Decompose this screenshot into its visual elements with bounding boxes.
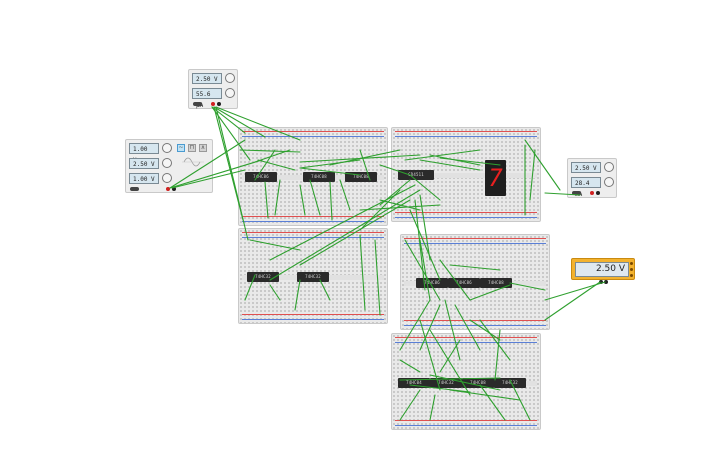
current-display: 28.4 mA bbox=[571, 177, 601, 198]
breadboard-b[interactable]: CD4511 7 bbox=[391, 127, 541, 222]
voltage-knob-icon[interactable] bbox=[604, 162, 614, 172]
amplitude-display: 2.50 V bbox=[129, 158, 159, 169]
ic-chip[interactable]: 74HC08 bbox=[303, 172, 335, 182]
ic-chip[interactable]: 74HC32 bbox=[297, 272, 329, 282]
dc-power-supply-top[interactable]: 2.50 V 55.6 μA bbox=[188, 69, 238, 109]
power-switch[interactable] bbox=[193, 102, 202, 106]
breadboard-c[interactable]: 74HC32 74HC32 bbox=[238, 228, 388, 324]
function-generator[interactable]: 1.00 Hz 2.50 V 1.00 V ~ ⊓ ∧ bbox=[125, 139, 213, 193]
square-wave-icon[interactable]: ⊓ bbox=[188, 144, 196, 152]
frequency-knob-icon[interactable] bbox=[162, 143, 172, 153]
mode-button[interactable] bbox=[630, 262, 633, 265]
seven-segment-display[interactable]: 7 bbox=[485, 160, 506, 196]
voltage-display: 2.50 V bbox=[192, 73, 222, 84]
current-knob-icon[interactable] bbox=[604, 177, 614, 187]
voltage-knob-icon[interactable] bbox=[225, 73, 235, 83]
ic-chip[interactable]: 74HC04 bbox=[398, 378, 430, 388]
ic-chip[interactable]: 74HC32 bbox=[494, 378, 526, 388]
black-terminal-icon[interactable] bbox=[172, 187, 176, 191]
ic-chip[interactable]: 74HC32 bbox=[430, 378, 462, 388]
breadboard-d[interactable]: 74HC86 74HC86 74HC08 bbox=[400, 234, 550, 330]
black-terminal-icon[interactable] bbox=[596, 191, 600, 195]
multimeter-display: 2.50 V bbox=[575, 262, 629, 277]
breadboard-e[interactable]: 74HC04 74HC32 74HC08 74HC32 bbox=[391, 333, 541, 430]
ic-chip[interactable]: 74HC32 bbox=[247, 272, 279, 282]
mode-button[interactable] bbox=[630, 268, 633, 271]
current-display: 55.6 μA bbox=[192, 88, 222, 109]
ic-chip[interactable]: 74HC86 bbox=[448, 278, 480, 288]
multimeter-probe-terminal[interactable] bbox=[599, 280, 603, 284]
multimeter-probe-terminal[interactable] bbox=[604, 280, 608, 284]
offset-display: 1.00 V bbox=[129, 173, 159, 184]
red-terminal-icon[interactable] bbox=[590, 191, 594, 195]
dc-power-supply-right[interactable]: 2.50 V 28.4 mA bbox=[567, 158, 617, 198]
power-switch[interactable] bbox=[572, 191, 581, 195]
voltage-display: 2.50 V bbox=[571, 162, 601, 173]
ic-chip[interactable]: 74HC08 bbox=[480, 278, 512, 288]
frequency-display: 1.00 Hz bbox=[129, 143, 159, 164]
power-switch[interactable] bbox=[130, 187, 139, 191]
amplitude-knob-icon[interactable] bbox=[162, 158, 172, 168]
multimeter[interactable]: 2.50 V bbox=[571, 258, 635, 280]
offset-knob-icon[interactable] bbox=[162, 173, 172, 183]
ic-chip[interactable]: CD4511 bbox=[398, 170, 434, 180]
ic-chip[interactable]: 74HC08 bbox=[345, 172, 377, 182]
current-knob-icon[interactable] bbox=[225, 88, 235, 98]
seven-segment-digit: 7 bbox=[488, 164, 503, 192]
breadboard-a[interactable]: 74HC86 74HC08 74HC08 bbox=[238, 127, 388, 226]
red-terminal-icon[interactable] bbox=[211, 102, 215, 106]
triangle-wave-icon[interactable]: ∧ bbox=[199, 144, 207, 152]
mode-button[interactable] bbox=[630, 274, 633, 277]
red-terminal-icon[interactable] bbox=[166, 187, 170, 191]
black-terminal-icon[interactable] bbox=[217, 102, 221, 106]
sine-wave-icon[interactable]: ~ bbox=[177, 144, 185, 152]
ic-chip[interactable]: 74HC86 bbox=[245, 172, 277, 182]
ic-chip[interactable]: 74HC86 bbox=[416, 278, 448, 288]
ic-chip[interactable]: 74HC08 bbox=[462, 378, 494, 388]
